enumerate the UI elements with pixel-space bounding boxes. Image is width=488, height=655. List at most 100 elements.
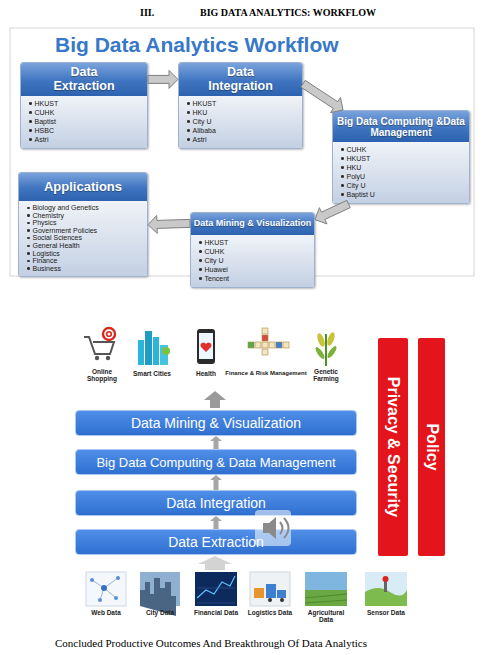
process-box: Big Data Computing &Data ManagementCUHKH… bbox=[332, 110, 470, 204]
section-number: III. bbox=[140, 7, 180, 19]
list-text: CUHK bbox=[205, 247, 225, 256]
box-heading: Data Integration bbox=[203, 66, 279, 94]
bullet-dot bbox=[199, 268, 202, 271]
field-rows bbox=[305, 594, 347, 603]
box-body: HKUSTCUHKCity UHuaweiTencent bbox=[191, 235, 314, 287]
sensor-icon bbox=[383, 576, 389, 582]
plant-leaf bbox=[326, 345, 338, 359]
bullet-dot bbox=[341, 175, 344, 178]
list-text: HKU bbox=[193, 108, 208, 117]
flow-arrow bbox=[210, 436, 222, 449]
letter-tile bbox=[262, 349, 268, 355]
bullet-dot bbox=[199, 241, 202, 244]
list-item: Social Sciences bbox=[27, 234, 145, 242]
up-arrow bbox=[198, 556, 232, 570]
at-sign-icon bbox=[107, 332, 112, 337]
network-dot bbox=[114, 596, 118, 600]
list-text: City U bbox=[193, 117, 212, 126]
layer-bar: Data Extraction bbox=[75, 529, 357, 555]
list-item: City U bbox=[341, 181, 467, 190]
list-item: CUHK bbox=[199, 247, 312, 256]
bullet-dot bbox=[29, 138, 32, 141]
box-body: CUHKHKUSTHKUPolyUCity UBaptist U bbox=[333, 142, 469, 203]
list-text: Alibaba bbox=[193, 126, 216, 135]
list-item: Biology and Genetics bbox=[27, 204, 145, 212]
box-body: HKUSTCUHKBaptistHSBCAstri bbox=[21, 96, 147, 148]
list-text: Logistics bbox=[33, 250, 60, 258]
list-item: Baptist U bbox=[341, 190, 467, 199]
icon-label: Finance & Risk Management bbox=[216, 370, 316, 377]
icon-label: Health bbox=[186, 370, 226, 377]
list-item: Chemistry bbox=[27, 212, 145, 220]
list-text: Social Sciences bbox=[33, 234, 82, 242]
sensor-data-image bbox=[365, 572, 407, 606]
grain-ear bbox=[316, 332, 326, 347]
bar-text: Data Extraction bbox=[168, 534, 264, 550]
bullet-dot bbox=[199, 259, 202, 262]
bullet-dot bbox=[341, 193, 344, 196]
cart-wheel bbox=[106, 356, 110, 360]
bullet-dot bbox=[187, 129, 190, 132]
data-label: Web Data bbox=[84, 609, 128, 616]
box-header: Applications bbox=[19, 173, 147, 201]
list-item: HKUST bbox=[341, 154, 467, 163]
data-label: City Data bbox=[138, 609, 182, 616]
list-item: HKU bbox=[341, 163, 467, 172]
flow-arrow bbox=[210, 516, 222, 529]
band-text: Privacy & Security bbox=[384, 377, 402, 518]
list-text: Astri bbox=[35, 135, 49, 144]
page-title: BIG DATA ANALYTICS: WORKFLOW bbox=[200, 7, 440, 19]
list-text: Baptist bbox=[35, 117, 56, 126]
list-text: CUHK bbox=[35, 108, 55, 117]
box-heading: Data Extraction bbox=[48, 66, 120, 94]
process-box: Data IntegrationHKUSTHKUCity UAlibabaAst… bbox=[178, 62, 303, 149]
letter-tile bbox=[262, 342, 268, 348]
phone-icon bbox=[197, 329, 215, 364]
web-data-image bbox=[86, 572, 126, 606]
list-item: HSBC bbox=[29, 126, 145, 135]
flow-arrow bbox=[148, 215, 190, 233]
letter-tile bbox=[262, 328, 268, 334]
bullet-dot bbox=[341, 184, 344, 187]
list-item: HKU bbox=[187, 108, 300, 117]
plant-leaf bbox=[314, 346, 326, 360]
truck-wheel bbox=[268, 598, 272, 602]
side-band: Privacy & Security bbox=[378, 338, 408, 556]
box-header: Data Mining & Visualization bbox=[191, 213, 314, 235]
box-heading: Big Data Computing &Data Management bbox=[335, 116, 467, 138]
list-text: Biology and Genetics bbox=[33, 204, 99, 212]
bullet-dot bbox=[29, 129, 32, 132]
list-text: HKUST bbox=[347, 154, 371, 163]
network-dot bbox=[101, 585, 107, 591]
flow-arrow bbox=[210, 475, 222, 490]
list-text: General Health bbox=[33, 242, 80, 250]
truck-icon bbox=[266, 584, 276, 598]
list-text: Physics bbox=[33, 219, 57, 227]
truck-icon bbox=[277, 590, 286, 598]
data-label: Agricultural Data bbox=[302, 609, 350, 624]
box-header: Data Extraction bbox=[21, 63, 147, 96]
parcel-icon bbox=[254, 588, 264, 598]
bullet-dot bbox=[341, 166, 344, 169]
box-heading: Applications bbox=[44, 180, 122, 194]
list-item: City U bbox=[187, 117, 300, 126]
list-item: Alibaba bbox=[187, 126, 300, 135]
bullet-dot bbox=[27, 260, 30, 263]
bar-text: Data Integration bbox=[166, 495, 266, 511]
layer-bar: Big Data Computing & Data Management bbox=[75, 449, 357, 475]
field-image bbox=[305, 590, 347, 606]
list-item: Government Policies bbox=[27, 227, 145, 235]
at-sign-icon bbox=[103, 328, 115, 340]
list-text: City U bbox=[205, 256, 224, 265]
list-item: Huawei bbox=[199, 265, 312, 274]
building-icon bbox=[153, 337, 159, 365]
data-label: Financial Data bbox=[186, 609, 246, 616]
bullet-dot bbox=[187, 120, 190, 123]
list-text: Business bbox=[33, 265, 61, 273]
list-item: Business bbox=[27, 265, 145, 273]
list-item: HKUST bbox=[29, 99, 145, 108]
letter-tile bbox=[255, 342, 261, 348]
list-text: CUHK bbox=[347, 145, 367, 154]
box-heading: Data Mining & Visualization bbox=[194, 219, 311, 229]
